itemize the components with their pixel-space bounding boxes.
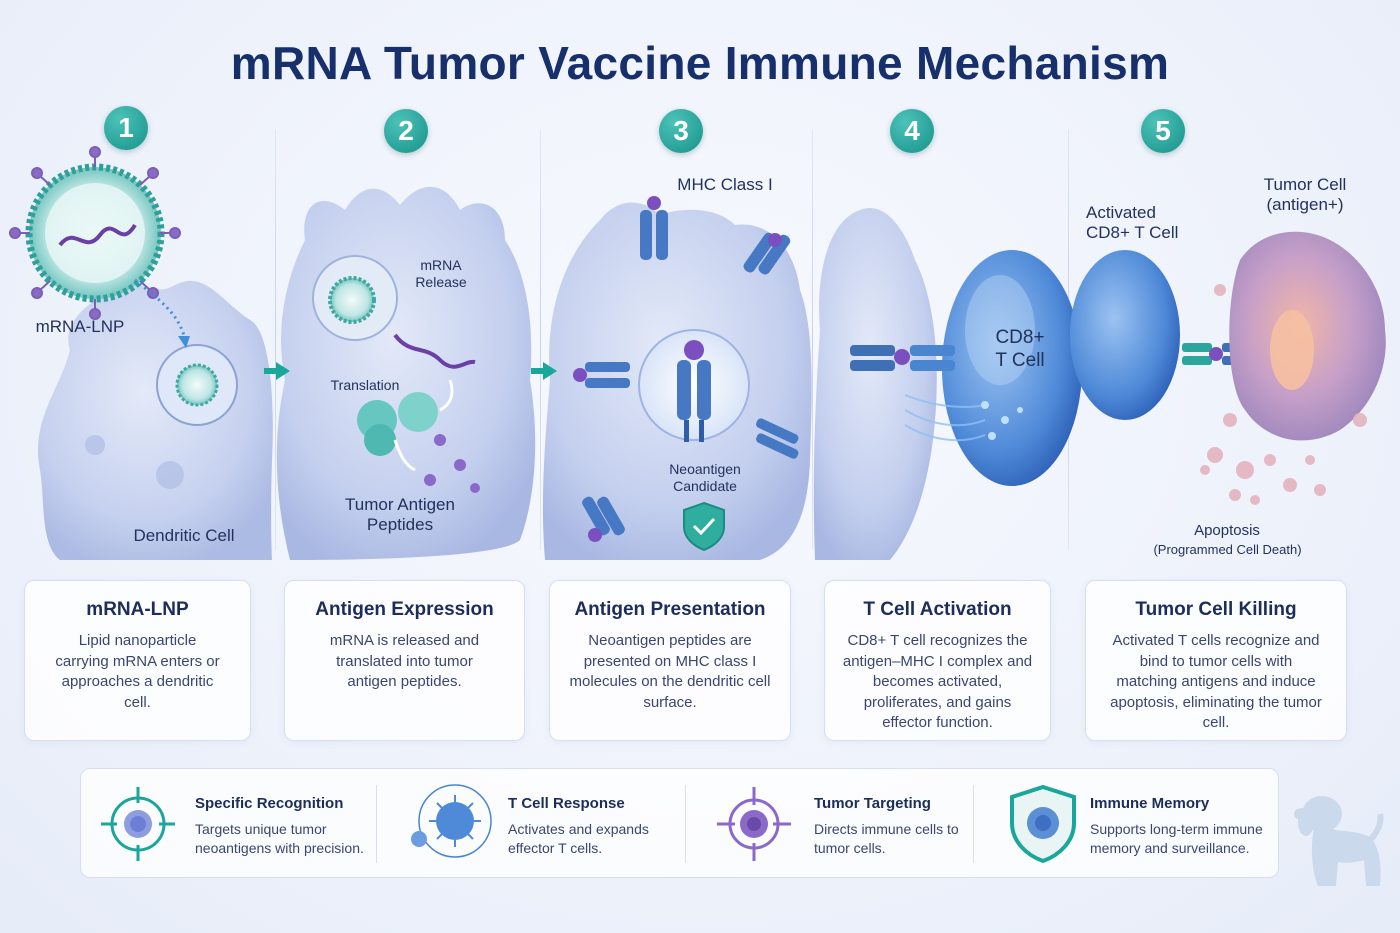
- card-title: mRNA-LNP: [86, 599, 189, 620]
- mhc-highlight: [638, 329, 750, 441]
- cd8-t-cell: [942, 250, 1082, 486]
- benefit-immune-memory: Immune Memory Supports long-term immune …: [986, 769, 1276, 879]
- dendritic-cell: [813, 208, 937, 560]
- card-text: Lipid nanoparticle carrying mRNA enters …: [55, 632, 220, 711]
- card-mrna-lnp: mRNA-LNP Lipid nanoparticle carrying mRN…: [24, 580, 251, 741]
- ribosome: [398, 392, 438, 432]
- card-text: Neoantigen peptides are presented on MHC…: [569, 632, 771, 711]
- separator: [973, 785, 974, 863]
- card-title: Antigen Presentation: [574, 599, 766, 620]
- translation-label: Translation: [330, 377, 400, 393]
- stage-arrow: [264, 362, 290, 380]
- tumor-antigen-peptides-label: Tumor Antigen Peptides: [345, 495, 455, 535]
- card-tumor-cell-killing: Tumor Cell Killing Activated T cells rec…: [1085, 580, 1347, 741]
- divider: [540, 130, 541, 550]
- card-text: CD8+ T cell recognizes the antigen–MHC I…: [842, 632, 1033, 731]
- card-text: mRNA is released and translated into tum…: [329, 632, 480, 690]
- shield-icon: [1010, 784, 1076, 864]
- separator: [376, 785, 377, 863]
- mrna-strand: [58, 223, 137, 247]
- separator: [685, 785, 686, 863]
- neoantigen-candidate-label: Neoantigen Candidate: [669, 461, 741, 494]
- benefit-tumor-targeting: Tumor Targeting Directs immune cells to …: [701, 769, 991, 879]
- step-number-3: 3: [659, 109, 703, 153]
- page-title: mRNA Tumor Vaccine Immune Mechanism: [230, 37, 1170, 89]
- divider: [812, 130, 813, 550]
- card-title: Tumor Cell Killing: [1135, 599, 1297, 620]
- card-title: T Cell Activation: [863, 599, 1012, 620]
- card-text: Activated T cells recognize and bind to …: [1110, 632, 1322, 731]
- card-antigen-presentation: Antigen Presentation Neoantigen peptides…: [549, 580, 791, 741]
- apoptosis-sub-label: (Programmed Cell Death): [1153, 542, 1302, 557]
- mhc-class-label: MHC Class I: [677, 175, 773, 194]
- activated-t-cell: [1070, 250, 1180, 420]
- benefit-text: Directs immune cells to tumor cells.: [814, 821, 959, 856]
- tcr-mhc-complex: [850, 345, 955, 371]
- lnp-label: mRNA-LNP: [35, 317, 125, 336]
- apoptosis-label: Apoptosis: [1194, 522, 1260, 539]
- benefit-text: Targets unique tumor neoantigens with pr…: [195, 821, 364, 856]
- benefit-title: Tumor Targeting: [814, 795, 931, 812]
- benefits-panel: Specific Recognition Targets unique tumo…: [80, 768, 1279, 878]
- activated-t-cell-label: Activated CD8+ T Cell: [1086, 203, 1179, 243]
- tumor-cell-label: Tumor Cell (antigen+): [1263, 175, 1347, 215]
- cd8-t-cell-label: CD8+ T Cell: [995, 327, 1045, 371]
- divider: [275, 130, 276, 550]
- benefit-text: Supports long-term immune memory and sur…: [1090, 821, 1263, 856]
- t-cell-icon: [411, 784, 492, 858]
- crosshair-icon: [717, 787, 791, 861]
- dendritic-cell-label: Dendritic Cell: [133, 526, 235, 545]
- benefit-specific-recognition: Specific Recognition Targets unique tumo…: [81, 769, 376, 879]
- step-number-4: 4: [890, 109, 934, 153]
- mrna-release-label: mRNA Release: [415, 257, 467, 290]
- mechanism-illustration: [9, 146, 1386, 560]
- step-number-2: 2: [384, 109, 428, 153]
- step-number-1: 1: [104, 106, 148, 150]
- benefit-title: Immune Memory: [1090, 795, 1210, 812]
- stage-arrow: [531, 362, 557, 380]
- mhc-complex: [677, 340, 711, 442]
- card-antigen-expression: Antigen Expression mRNA is released and …: [284, 580, 525, 741]
- step-number-5: 5: [1141, 109, 1185, 153]
- target-icon: [101, 787, 175, 861]
- card-t-cell-activation: T Cell Activation CD8+ T cell recognizes…: [824, 580, 1051, 741]
- shield-check-icon: [683, 501, 725, 552]
- mrna-strand: [393, 333, 476, 369]
- benefit-title: T Cell Response: [508, 795, 625, 812]
- benefit-title: Specific Recognition: [195, 795, 344, 812]
- benefit-t-cell-response: T Cell Response Activates and expands ef…: [401, 769, 686, 879]
- benefit-text: Activates and expands effector T cells.: [508, 821, 649, 856]
- dog-icon: [1294, 796, 1384, 886]
- card-title: Antigen Expression: [315, 599, 494, 620]
